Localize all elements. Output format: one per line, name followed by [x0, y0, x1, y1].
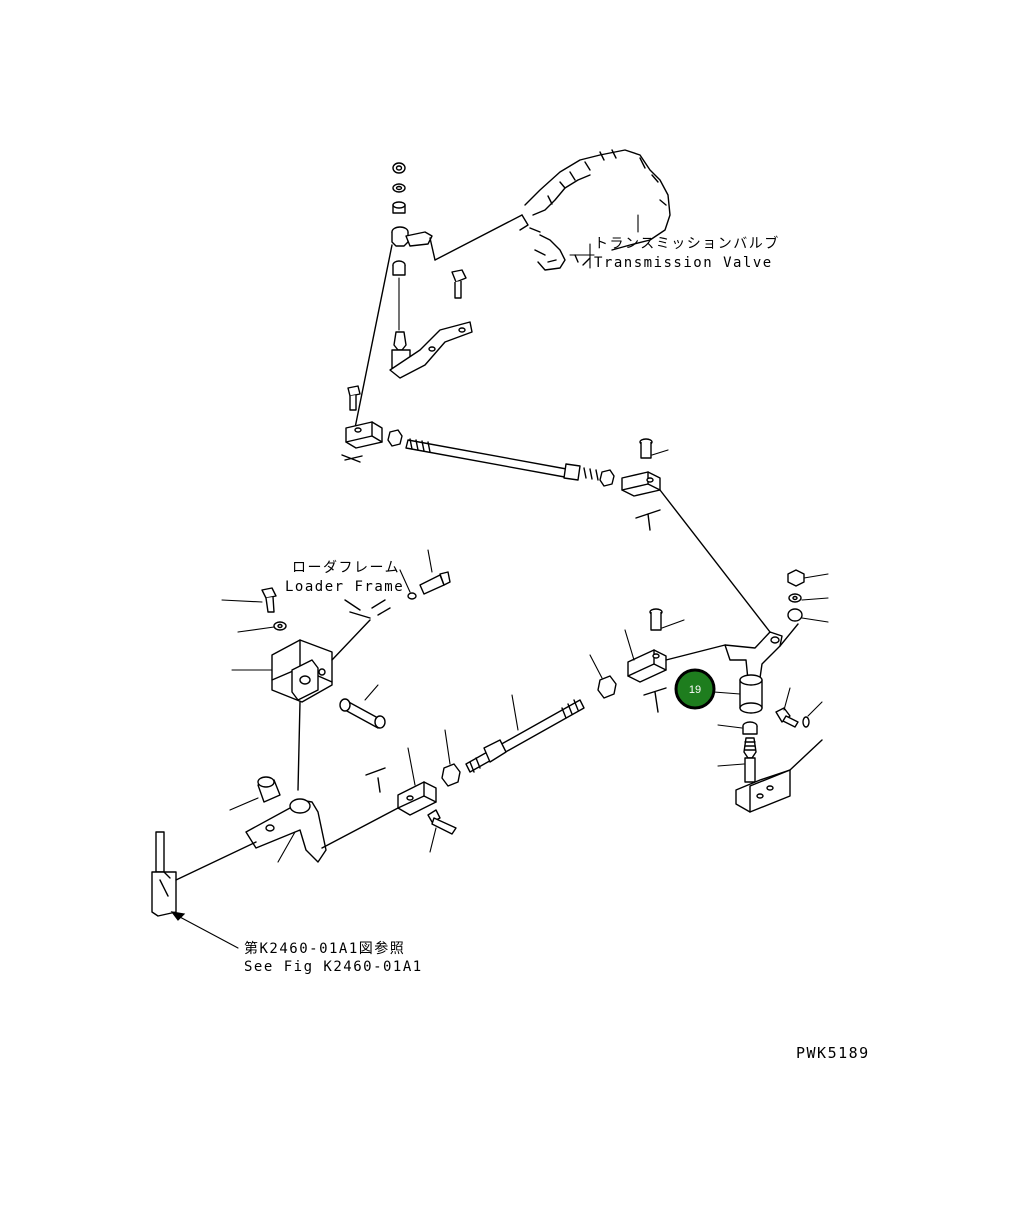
bolt-vertical-top — [451, 269, 467, 299]
nut-lower-right — [589, 654, 617, 699]
valve-lever — [354, 214, 523, 429]
clevis-pin-lower — [649, 608, 685, 631]
rod-lower — [465, 694, 585, 773]
bolt-lower — [427, 809, 457, 853]
washer-right — [802, 701, 823, 728]
clevis-upper-left — [341, 421, 383, 463]
callout-number: 19 — [689, 684, 701, 696]
nut-upper-left — [387, 429, 403, 447]
nut-washer-stack-top — [392, 162, 406, 214]
cotter-pin-lower — [643, 687, 667, 713]
bolt-left-frame — [221, 587, 277, 613]
bushing-small — [392, 260, 406, 331]
transmission-valve-label-en: Transmission Valve — [594, 255, 773, 271]
washer-right-top — [788, 593, 829, 603]
rod-upper — [405, 438, 599, 481]
clevis-pin-upper — [639, 438, 669, 459]
cotter-pin-upper — [635, 509, 661, 531]
bolt-loader-frame — [399, 549, 451, 600]
loader-frame-label-jp: ローダフレーム — [292, 560, 400, 576]
transmission-valve-label: トランスミッションバルブ Transmission Valve — [584, 235, 780, 271]
mount-plate-right — [735, 739, 823, 813]
bolt-upper-left — [347, 385, 361, 411]
see-fig-label-en: See Fig K2460-01A1 — [244, 959, 423, 975]
see-fig-label-jp: 第K2460-01A1図参照 — [244, 940, 405, 957]
clevis-upper-right — [621, 471, 771, 633]
control-shaft — [151, 831, 257, 917]
bushing-right — [739, 674, 763, 714]
nut-upper-right — [599, 469, 615, 487]
drawing-number: PWK5189 — [796, 1044, 870, 1062]
bushing-lever — [229, 776, 281, 811]
ball-joint-right — [717, 737, 757, 767]
washer-left-frame — [237, 621, 287, 633]
bell-crank-right — [724, 623, 799, 681]
transmission-valve-label-jp: トランスミッションバルブ — [594, 235, 780, 252]
loader-frame-label: ローダフレーム Loader Frame — [285, 560, 404, 595]
loader-frame-label-en: Loader Frame — [285, 579, 404, 595]
part-callout-19[interactable]: 19 — [674, 668, 741, 710]
ball-right — [787, 608, 829, 623]
clevis-lower-left — [365, 747, 437, 816]
ball-joint-bracket — [389, 321, 473, 379]
transmission-valve — [519, 149, 671, 271]
loader-frame-bracket — [271, 599, 391, 791]
pin-cylinder-left — [339, 684, 386, 729]
bolt-right — [775, 687, 799, 728]
nut-lower-left — [441, 729, 461, 787]
small-collar-right — [717, 721, 758, 735]
callout-circle[interactable] — [674, 668, 716, 710]
see-fig-reference: 第K2460-01A1図参照 See Fig K2460-01A1 — [244, 940, 423, 975]
reference-arrow — [170, 911, 239, 949]
clevis-lower-right — [624, 629, 726, 683]
lever-arm — [245, 798, 399, 863]
nut-right-top — [787, 569, 829, 587]
